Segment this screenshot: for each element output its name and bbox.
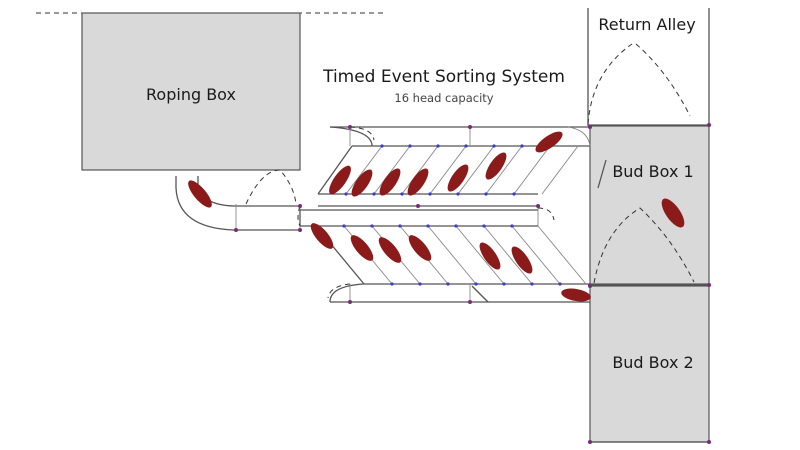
cow-upper-6 (485, 152, 507, 180)
bud-box-2 (589, 285, 710, 443)
return-alley-label: Return Alley (598, 15, 695, 34)
bud-box-1 (589, 125, 710, 285)
diagram-subtitle: 16 head capacity (394, 91, 493, 105)
cow-lower-7 (561, 288, 591, 302)
bud-box-1-label: Bud Box 1 (612, 162, 693, 181)
cow-entry-alley (188, 180, 212, 208)
cow-upper-2 (351, 169, 373, 197)
cow-bud-box-1 (661, 198, 685, 228)
cow-lower-3 (378, 237, 402, 263)
cattle-upper-lane (329, 131, 563, 197)
middle-gate-swing (537, 207, 555, 221)
fence-posts (234, 123, 711, 444)
upper-entry-gate-swing (349, 126, 375, 141)
bud-box-1-gate-swing (593, 207, 695, 284)
diagram-title: Timed Event Sorting System (322, 67, 565, 87)
cow-upper-4 (407, 168, 429, 196)
cow-lower-1 (310, 223, 334, 249)
cow-upper-1 (329, 165, 351, 195)
bud-box-1-gate-open (597, 159, 607, 189)
return-alley (587, 8, 710, 126)
cow-lower-5 (479, 242, 501, 270)
lower-sorting-lane (299, 206, 590, 303)
return-alley-gate-left (587, 43, 633, 125)
bud-box-2-label: Bud Box 2 (612, 353, 693, 372)
return-alley-gate-right (635, 43, 691, 117)
lower-entry-gate-swing (327, 283, 351, 299)
cow-lower-6 (511, 246, 533, 274)
cow-upper-5 (447, 164, 469, 192)
roping-box (81, 12, 301, 171)
cow-lower-2 (350, 235, 374, 261)
alley-junction-gate (297, 205, 301, 227)
cow-upper-3 (379, 168, 401, 196)
cow-lower-4 (408, 235, 432, 261)
cow-upper-7 (535, 131, 563, 153)
entry-alley-gate (245, 169, 297, 205)
roping-box-label: Roping Box (146, 85, 236, 104)
cattle-lower-lane (310, 223, 591, 302)
